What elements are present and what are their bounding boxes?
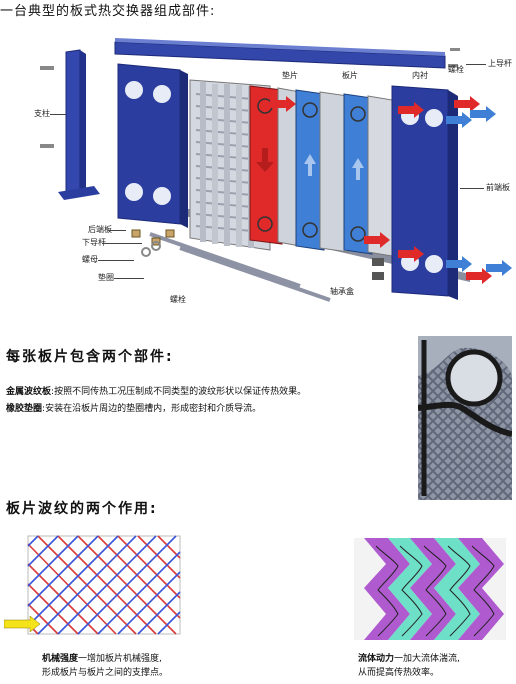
exploded-diagram-art	[40, 38, 512, 302]
section-corrugation-title: 板片波纹的两个作用:	[6, 501, 158, 517]
label-front-end-plate: 前端板	[486, 183, 510, 192]
label-bearing-box: 轴承盒	[330, 287, 354, 296]
label-bolt-bottom: 螺栓	[170, 295, 186, 304]
part-term: 橡胶垫圈	[6, 404, 43, 414]
section-parts-title: 每张板片包含两个部件:	[6, 349, 174, 365]
corrugation-crosshatch-figure	[4, 534, 182, 636]
exploded-diagram: 支柱 上导杆 垫片 板片 内衬 螺栓 前端板 后端板 下导杆 螺母 垫圈 螺栓 …	[0, 24, 516, 324]
fluid-turbulence-figure	[354, 538, 506, 640]
page-title: 一台典型的板式热交换器组成部件:	[0, 4, 216, 19]
label-nut: 螺母	[82, 255, 98, 264]
label-plate: 板片	[342, 71, 358, 80]
part-sep: :	[42, 404, 46, 414]
label-bolt-top: 螺栓	[448, 65, 464, 74]
caption-line2: 从而提高传热效率。	[358, 668, 440, 678]
part-desc: 按照不同传热工况压制成不同类型的波纹形状以保证传热效果。	[54, 387, 307, 397]
part-sep: :	[51, 387, 55, 397]
plate-closeup-image	[418, 336, 512, 500]
caption-line2: 形成板片与板片之间的支撑点。	[42, 668, 169, 678]
label-gasket: 垫片	[282, 71, 298, 80]
caption-line1: 一增加板片机械强度,	[78, 654, 162, 664]
label-upper-guide-bar: 上导杆	[488, 59, 512, 68]
label-lower-guide-bar: 下导杆	[82, 238, 106, 247]
caption-term: 机械强度	[42, 654, 79, 664]
label-washer: 垫圈	[98, 273, 114, 282]
label-support-post: 支柱	[34, 109, 50, 118]
part-term: 金属波纹板	[6, 387, 52, 397]
caption-mechanical-strength: 机械强度一增加板片机械强度, 形成板片与板片之间的支撑点。	[42, 652, 168, 680]
part-desc: 安装在沿板片周边的垫圈槽内，形成密封和介质导流。	[45, 404, 262, 414]
part-item-rubber-gasket: 橡胶垫圈:安装在沿板片周边的垫圈槽内，形成密封和介质导流。	[6, 401, 261, 418]
caption-line1: 一加大流体湍流,	[394, 654, 460, 664]
caption-fluid-dynamics: 流体动力一加大流体湍流, 从而提高传热效率。	[358, 652, 460, 680]
label-rear-end-plate: 后端板	[88, 225, 112, 234]
part-item-metal-plate: 金属波纹板:按照不同传热工况压制成不同类型的波纹形状以保证传热效果。	[6, 384, 306, 401]
caption-term: 流体动力	[358, 654, 395, 664]
label-liner: 内衬	[412, 71, 428, 80]
